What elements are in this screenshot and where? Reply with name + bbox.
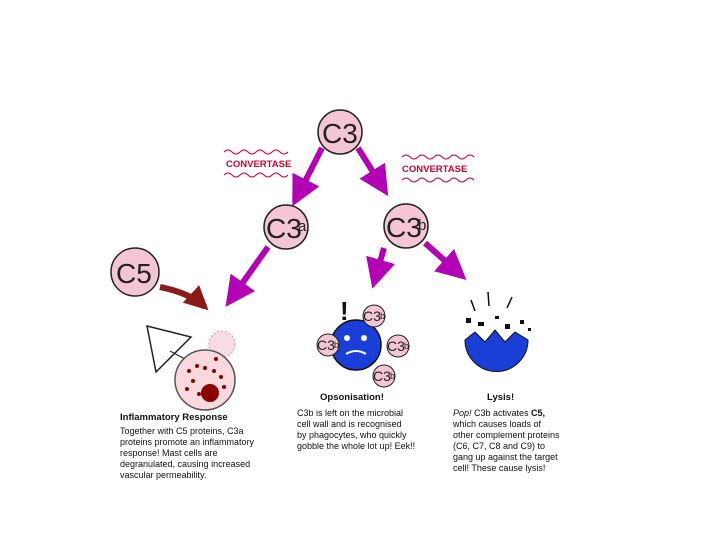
convertase-left-label: CONVERTASE (226, 159, 291, 170)
lysis-text: Pop! C3b activates C5, which causes load… (453, 408, 560, 473)
c3b-bubble-left: C3 b (316, 333, 340, 357)
svg-text:b: b (404, 341, 409, 351)
convertase-right: CONVERTASE (401, 154, 475, 183)
c3a-sub: a (298, 218, 307, 235)
c3b-label: C3 (386, 212, 422, 243)
c5-label: C5 (116, 258, 152, 289)
c3a-node: C3 a (263, 204, 309, 250)
arrow-c3-to-c3b (355, 146, 389, 197)
arrow-c3b-to-lysis (423, 240, 467, 280)
c3b-bubble-right: C3 b (386, 334, 410, 358)
c5-node: C5 (110, 247, 160, 297)
inflammatory-title: Inflammatory Response (120, 412, 228, 423)
convertase-right-label: CONVERTASE (402, 164, 467, 175)
arrow-c5-to-mastcell (159, 284, 209, 311)
arrow-c3a-to-mastcell (225, 245, 271, 307)
svg-text:C3: C3 (373, 368, 391, 384)
arrow-c3b-to-opsonisation (366, 247, 396, 289)
c3b-bubble-top: C3 b (362, 304, 386, 328)
svg-text:b: b (390, 371, 395, 381)
lysis-illustration (464, 291, 531, 372)
c3b-bubble-bottom: C3 b (372, 364, 396, 388)
svg-text:C3: C3 (363, 308, 381, 324)
opsonisation-exclamation: ! (340, 296, 349, 326)
opsonisation-illustration: ! C3 b C3 b C3 b C3 b (316, 296, 410, 388)
c3-node: C3 (317, 109, 363, 155)
mast-cell-illustration (146, 324, 236, 411)
lysis-title: Lysis! (487, 392, 515, 403)
c3b-sub: b (418, 217, 426, 234)
inflammatory-text: Together with C5 proteins, C3a proteins … (120, 426, 255, 480)
svg-text:C3: C3 (317, 337, 335, 353)
c3a-label: C3 (266, 213, 302, 244)
opsonisation-title: Opsonisation! (320, 392, 384, 403)
svg-text:b: b (380, 311, 385, 321)
opsonisation-text: C3b is left on the microbial cell wall a… (297, 408, 416, 451)
svg-text:b: b (334, 340, 339, 350)
convertase-left: CONVERTASE (223, 149, 291, 178)
svg-text:C3: C3 (387, 338, 405, 354)
c3b-node: C3 b (383, 203, 429, 249)
arrow-c3-to-c3a (292, 146, 325, 207)
c3-label: C3 (322, 118, 358, 149)
